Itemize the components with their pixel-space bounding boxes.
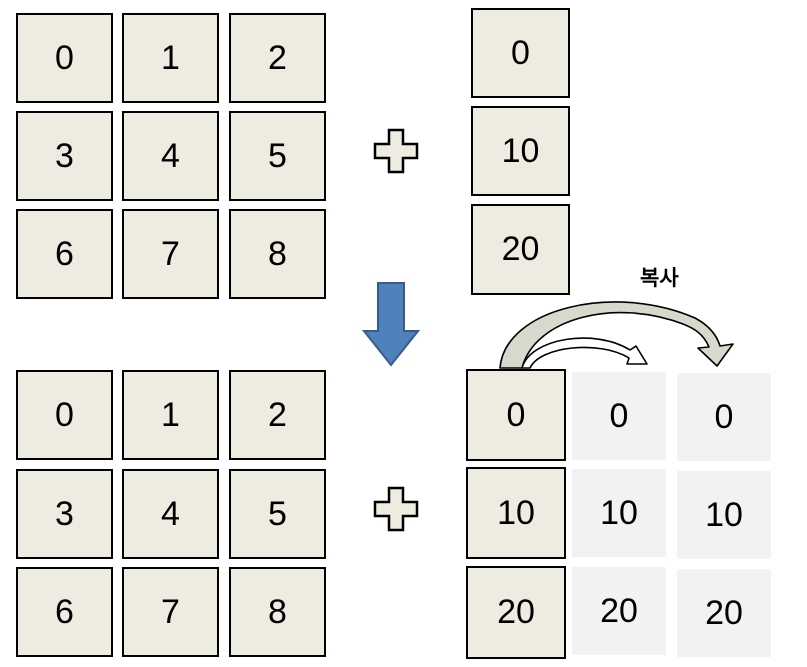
matrix-bottom-cell: 0	[16, 370, 113, 460]
matrix-top-cell: 4	[122, 111, 219, 201]
plus-icon	[373, 128, 419, 174]
copy-label: 복사	[640, 266, 679, 290]
matrix-top-cell: 7	[122, 209, 219, 299]
vector-bottom-cell: 0	[466, 369, 566, 461]
matrix-top-cell: 1	[122, 13, 219, 103]
plus-icon	[373, 486, 419, 532]
broadcast-cell: 10	[677, 471, 771, 559]
down-arrow-icon	[362, 282, 420, 367]
vector-bottom-cell: 10	[466, 467, 566, 559]
matrix-bottom-cell: 3	[16, 469, 113, 559]
matrix-top-cell: 3	[16, 111, 113, 201]
matrix-bottom-cell: 7	[122, 567, 219, 657]
matrix-top-cell: 2	[229, 13, 326, 103]
broadcast-cell: 0	[572, 372, 666, 460]
matrix-bottom-cell: 1	[122, 370, 219, 460]
broadcast-cell: 20	[572, 567, 666, 655]
matrix-top-cell: 0	[16, 13, 113, 103]
matrix-bottom-cell: 4	[122, 469, 219, 559]
matrix-top-cell: 5	[229, 111, 326, 201]
curved-arrow-icon	[499, 301, 734, 369]
matrix-bottom-cell: 2	[229, 370, 326, 460]
broadcast-cell: 10	[572, 469, 666, 557]
vector-top-cell: 10	[471, 106, 570, 196]
broadcast-cell: 20	[677, 569, 771, 657]
matrix-top-cell: 6	[16, 209, 113, 299]
vector-bottom-cell: 20	[466, 566, 566, 659]
matrix-top-cell: 8	[229, 209, 326, 299]
broadcast-cell: 0	[677, 373, 771, 461]
vector-top-cell: 0	[471, 8, 570, 98]
matrix-bottom-cell: 6	[16, 567, 113, 657]
matrix-bottom-cell: 5	[229, 469, 326, 559]
matrix-bottom-cell: 8	[229, 567, 326, 657]
vector-top-cell: 20	[471, 204, 570, 295]
